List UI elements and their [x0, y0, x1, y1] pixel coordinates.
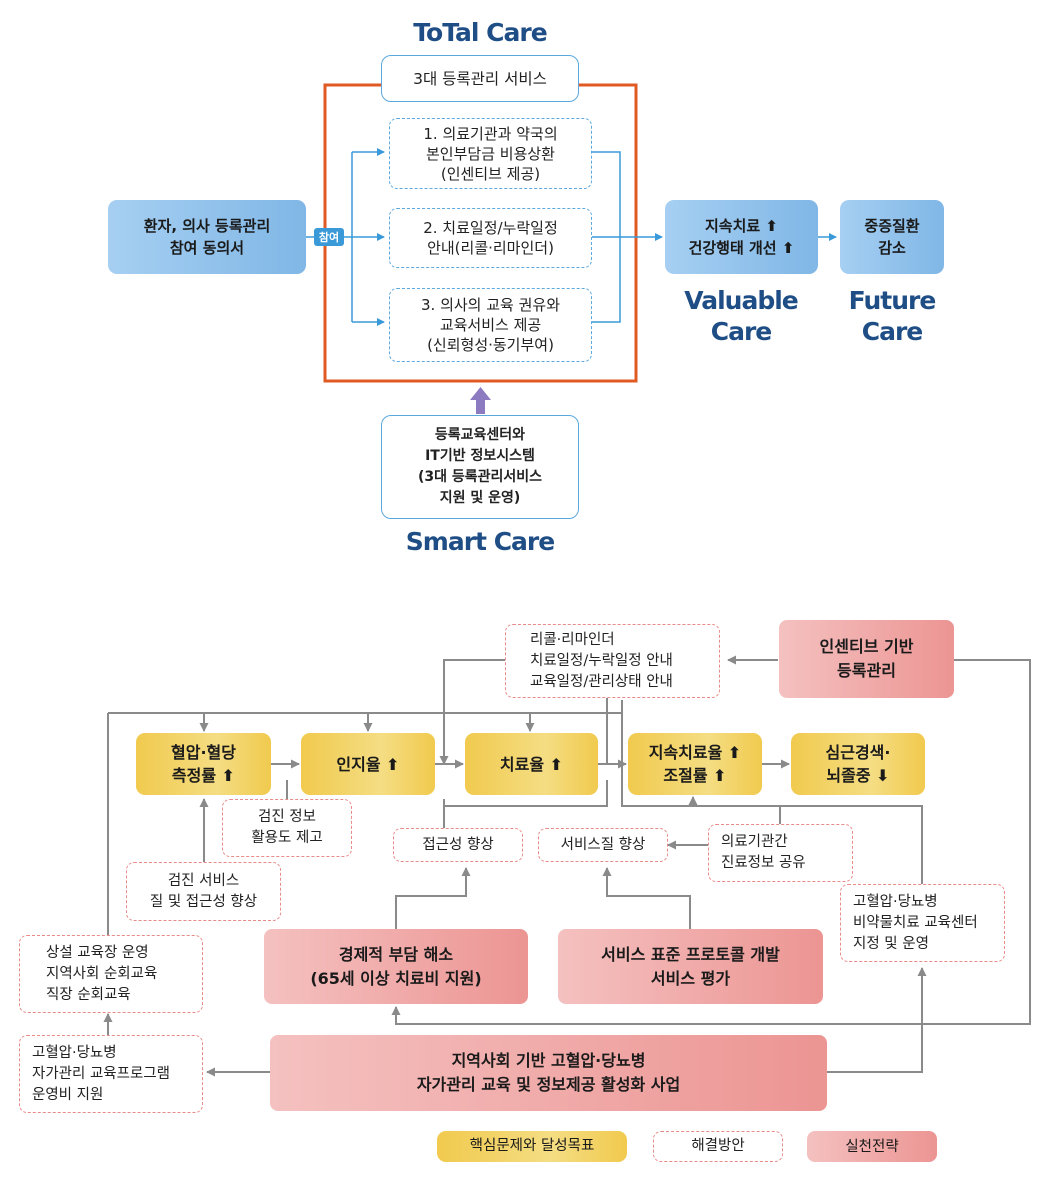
- future-care-label: Future Care: [830, 285, 954, 347]
- info-share-line2: 진료정보 공유: [721, 855, 806, 871]
- treatment-rate-text: 치료율 ⬆: [499, 754, 564, 774]
- service-quality-box: 서비스질 향상: [538, 828, 668, 862]
- service2-line1: 2. 치료일정/누락일정: [423, 219, 558, 237]
- participation-tag-text: 참여: [318, 231, 340, 244]
- service2-line2: 안내(리콜·리마인더): [427, 239, 554, 257]
- smart-care-label: Smart Care: [405, 527, 555, 556]
- community-project-line1: 지역사회 기반 고혈압·당뇨병: [451, 1051, 646, 1070]
- awareness-text: 인지율 ⬆: [336, 754, 400, 774]
- education-center-box: 등록교육센터와 IT기반 정보시스템 (3대 등록관리서비스 지원 및 운영): [381, 415, 579, 519]
- treatment-rate-box: 치료율 ⬆: [465, 733, 598, 795]
- legend-core-issue-text: 핵심문제와 달성목표: [469, 1138, 595, 1154]
- access-improve-text: 접근성 향상: [422, 836, 494, 853]
- legend-core-issue: 핵심문제와 달성목표: [437, 1131, 627, 1162]
- service1-line3: (인센티브 제공): [440, 164, 541, 183]
- standard-protocol-box: 서비스 표준 프로토콜 개발 서비스 평가: [558, 929, 823, 1004]
- standard-protocol-line2: 서비스 평가: [650, 968, 731, 988]
- cardio-stroke-line2: 뇌졸중 ⬇: [826, 766, 890, 785]
- education-center-line1: 등록교육센터와: [434, 427, 526, 443]
- patient-consent-line2: 참여 동의서: [169, 239, 245, 257]
- self-mgmt-line3: 운영비 지원: [32, 1086, 104, 1103]
- incentive-registration-box: 인센티브 기반 등록관리: [779, 620, 954, 698]
- economic-burden-box: 경제적 부담 해소 (65세 이상 치료비 지원): [264, 929, 528, 1004]
- checkup-service-line2: 질 및 접근성 향상: [149, 893, 258, 910]
- continuous-treatment-box: 지속치료 ⬆ 건강행태 개선 ⬆: [665, 200, 818, 274]
- legend-strategy: 실천전략: [807, 1131, 937, 1162]
- legend-solution: 해결방안: [653, 1131, 783, 1162]
- info-share-box: 의료기관간 진료정보 공유: [708, 824, 853, 882]
- registration-services-text: 3대 등록관리 서비스: [413, 69, 547, 88]
- checkup-service-line1: 검진 서비스: [167, 872, 240, 889]
- incentive-line2: 등록관리: [837, 661, 896, 680]
- continuous-rate-line2: 조절률 ⬆: [663, 766, 727, 785]
- continuous-treatment-line1: 지속치료 ⬆: [705, 217, 778, 235]
- service3-line3: (신뢰형성·동기부여): [427, 336, 554, 354]
- drug-edu-line1: 고혈압·당뇨병: [853, 893, 938, 910]
- recall-box: 리콜·리마인더 치료일정/누락일정 안내 교육일정/관리상태 안내: [505, 624, 720, 698]
- education-center-line3: (3대 등록관리서비스: [417, 469, 543, 485]
- complication-line2: 감소: [878, 239, 906, 257]
- future-line1: Future: [848, 286, 937, 315]
- access-improve-box: 접근성 향상: [393, 828, 523, 862]
- service1-line1: 1. 의료기관과 약국의: [423, 124, 558, 143]
- continuous-rate-line1: 지속치료율 ⬆: [648, 743, 742, 762]
- patient-consent-line1: 환자, 의사 등록관리: [143, 217, 271, 235]
- education-center-line2: IT기반 정보시스템: [425, 448, 535, 464]
- future-line2: Care: [861, 317, 924, 346]
- continuous-rate-box: 지속치료율 ⬆ 조절률 ⬆: [628, 733, 762, 795]
- bp-measurement-line2: 측정률 ⬆: [171, 766, 236, 785]
- checkup-info-line1: 검진 정보: [258, 809, 316, 825]
- checkup-info-box: 검진 정보 활용도 제고: [222, 799, 352, 857]
- community-project-box: 지역사회 기반 고혈압·당뇨병 자가관리 교육 및 정보제공 활성화 사업: [270, 1035, 827, 1111]
- permanent-edu-line3: 직장 순회교육: [46, 986, 131, 1003]
- permanent-edu-line1: 상설 교육장 운영: [46, 944, 149, 961]
- recall-line2: 치료일정/누락일정 안내: [530, 652, 673, 669]
- permanent-edu-box: 상설 교육장 운영 지역사회 순회교육 직장 순회교육: [19, 935, 203, 1013]
- registration-services-box: 3대 등록관리 서비스: [381, 55, 579, 102]
- self-mgmt-line2: 자가관리 교육프로그램: [32, 1065, 171, 1082]
- drug-edu-line2: 비약물치료 교육센터: [853, 914, 978, 931]
- legend-strategy-text: 실천전략: [845, 1138, 899, 1155]
- info-share-line1: 의료기관간: [721, 834, 788, 850]
- self-mgmt-program-box: 고혈압·당뇨병 자가관리 교육프로그램 운영비 지원: [19, 1035, 203, 1113]
- economic-burden-line2: (65세 이상 치료비 지원): [310, 968, 482, 988]
- service1-line2: 본인부담금 비용상환: [426, 144, 555, 163]
- bp-measurement-line1: 혈압·혈당: [171, 743, 236, 762]
- service3-line1: 3. 의사의 교육 권유와: [420, 296, 561, 314]
- valuable-line2: Care: [710, 317, 773, 346]
- community-project-line2: 자가관리 교육 및 정보제공 활성화 사업: [416, 1075, 681, 1094]
- self-mgmt-line1: 고혈압·당뇨병: [32, 1044, 117, 1061]
- bp-measurement-box: 혈압·혈당 측정률 ⬆: [136, 733, 271, 795]
- complication-line1: 중증질환: [864, 217, 920, 235]
- awareness-box: 인지율 ⬆: [301, 733, 435, 795]
- incentive-line1: 인센티브 기반: [819, 637, 914, 656]
- drug-edu-line3: 지정 및 운영: [853, 935, 929, 952]
- recall-line1: 리콜·리마인더: [530, 631, 615, 648]
- participation-tag: 참여: [314, 228, 344, 246]
- complication-reduction-box: 중증질환 감소: [840, 200, 944, 274]
- permanent-edu-line2: 지역사회 순회교육: [46, 965, 158, 982]
- economic-burden-line1: 경제적 부담 해소: [338, 944, 454, 964]
- cardio-stroke-line1: 심근경색·: [825, 743, 891, 762]
- checkup-info-line2: 활용도 제고: [251, 830, 323, 846]
- service2-box: 2. 치료일정/누락일정 안내(리콜·리마인더): [389, 208, 592, 268]
- valuable-line1: Valuable: [684, 286, 799, 315]
- valuable-care-label: Valuable Care: [660, 285, 822, 347]
- drug-edu-center-box: 고혈압·당뇨병 비약물치료 교육센터 지정 및 운영: [840, 884, 1005, 962]
- service3-box: 3. 의사의 교육 권유와 교육서비스 제공 (신뢰형성·동기부여): [389, 288, 592, 362]
- education-center-line4: 지원 및 운영): [439, 490, 521, 506]
- legend-solution-text: 해결방안: [691, 1138, 745, 1154]
- cardio-stroke-box: 심근경색· 뇌졸중 ⬇: [791, 733, 925, 795]
- service3-line2: 교육서비스 제공: [439, 316, 542, 334]
- total-care-label: ToTal Care: [413, 18, 547, 47]
- recall-line3: 교육일정/관리상태 안내: [530, 673, 673, 690]
- continuous-treatment-line2: 건강행태 개선 ⬆: [688, 239, 795, 257]
- patient-consent-box: 환자, 의사 등록관리 참여 동의서: [108, 200, 306, 274]
- service-quality-text: 서비스질 향상: [560, 836, 646, 853]
- service1-box: 1. 의료기관과 약국의 본인부담금 비용상환 (인센티브 제공): [389, 118, 592, 189]
- standard-protocol-line1: 서비스 표준 프로토콜 개발: [601, 944, 780, 964]
- checkup-service-box: 검진 서비스 질 및 접근성 향상: [126, 862, 281, 921]
